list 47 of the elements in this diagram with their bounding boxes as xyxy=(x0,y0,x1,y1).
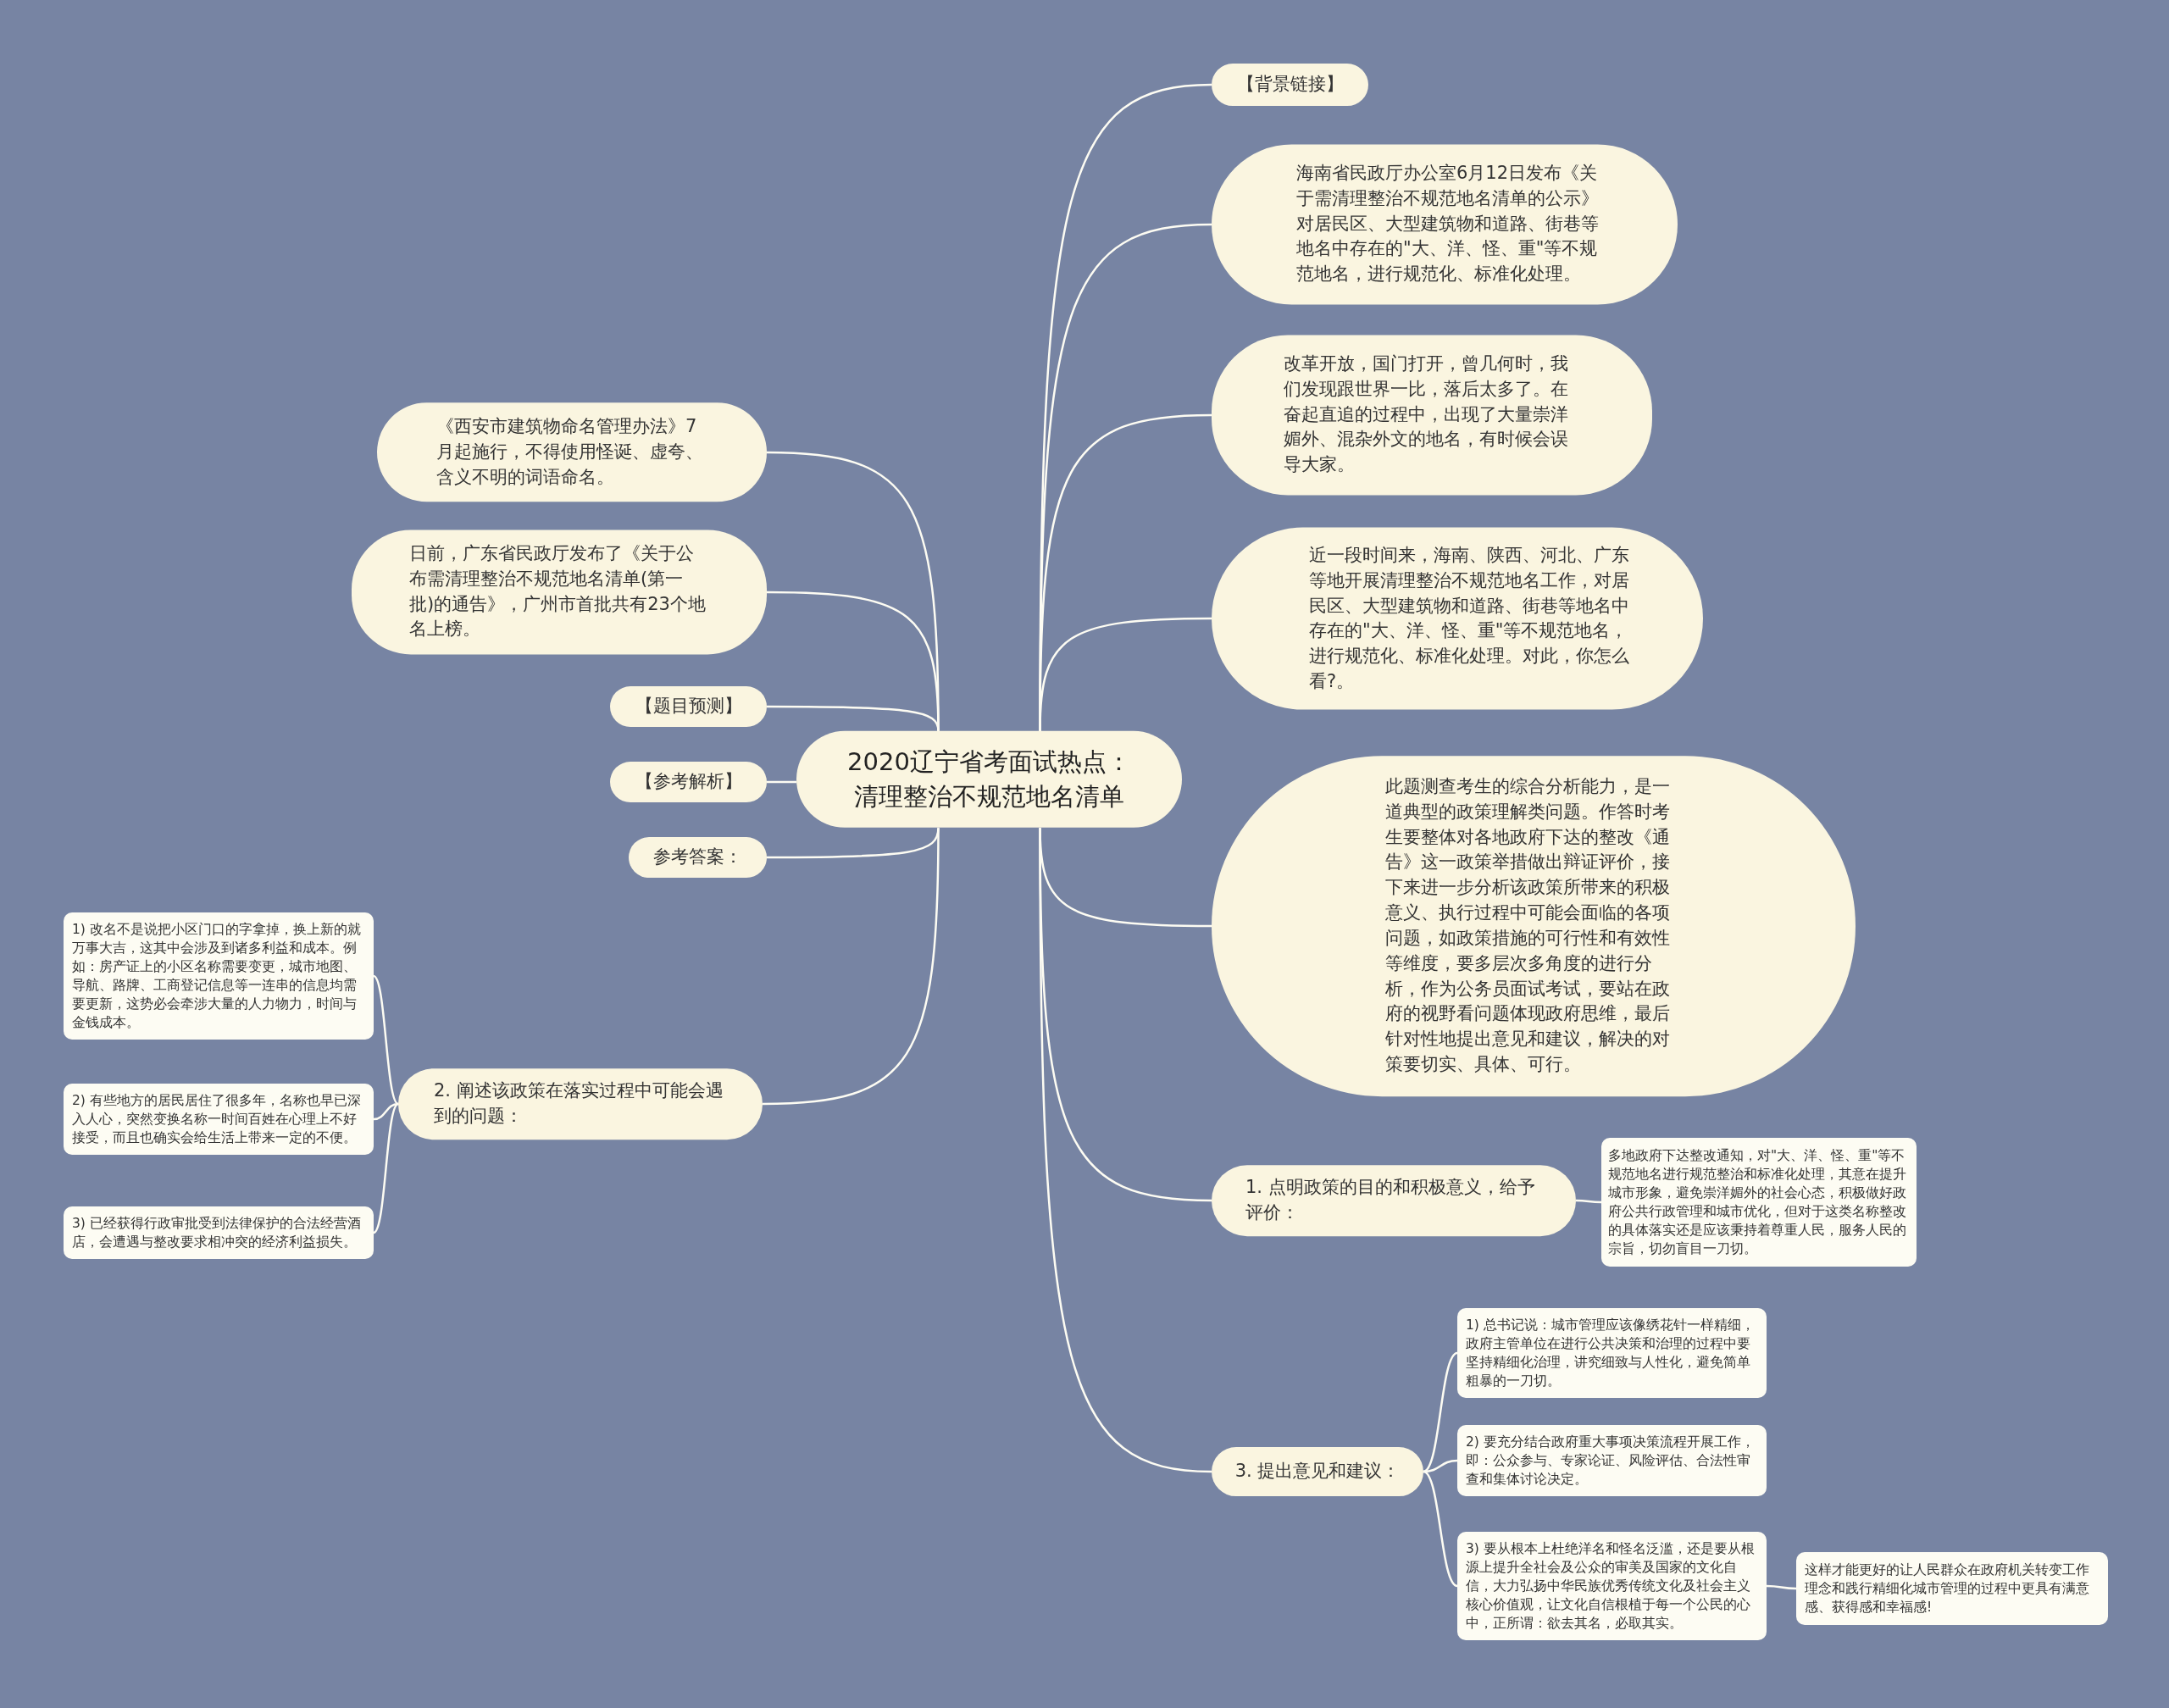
note-card xyxy=(64,912,374,1040)
node-text: 1) 总书记说：城市管理应该像绣花针一样精细，政府主管单位在进行公共决策和治理的过程中要坚持精细化治理，讲究细致与人性化，避免简单粗暴的一刀切。 xyxy=(1466,1317,1756,1390)
note-card xyxy=(1457,1425,1767,1496)
node-text: 日前，广东省民政厅发布了《关于公布需清理整治不规范地名清单(第一批)的通告》，广州市首批共有23个地名上榜。 xyxy=(409,542,707,641)
node-text: 3) 要从根本上杜绝洋名和怪名泛滥，还是要从根源上提升全社会及公众的审美及国家的文化自信，大力弘扬中华民族优秀传统文化及社会主义核心价值观，让文化自信根植于每一个公民的心中，正所谓：欲去其名，必取其实。 xyxy=(1466,1540,1756,1633)
node-text: 2) 要充分结合政府重大事项决策流程开展工作，即：公众参与、专家论证、风险评估、合法性审查和集体讨论决定。 xyxy=(1466,1434,1756,1489)
note-card xyxy=(1601,1138,1917,1267)
connector-line xyxy=(1576,1199,1601,1204)
connector-line xyxy=(767,705,940,731)
node-text: 改革开放，国门打开，曾几何时，我们发现跟世界一比，落后太多了。在奋起直追的过程中，出现了大量崇洋媚外、混杂外文的地名，有时候会误导大家。 xyxy=(1284,352,1569,477)
node-text: 1. 点明政策的目的和积极意义，给予评价： xyxy=(1245,1176,1536,1224)
note-card xyxy=(64,1206,374,1259)
node-text: 3) 已经获得行政审批受到法律保护的合法经营酒店，会遭遇与整改要求相冲突的经济利益损失。 xyxy=(72,1215,362,1251)
node-text: 【背景链接】 xyxy=(1235,73,1345,97)
node-text: 此题测查考生的综合分析能力，是一道典型的政策理解类问题。作答时考生要整体对各地政府下达的整改《通告》这一政策举措做出辩证评价，接下来进一步分析该政策所带来的积极意义、执行过程中可能会面临的各项问题，如政策措施的可行性和有效性等维度，要多层次多角度的进行分析，作为公务员面试考试，要站在政府的视野看问题体现政府思维，最后针对性地提出意见和建议，解决的对策要切实、具体、可行。 xyxy=(1385,775,1671,1077)
node-text: 【题目预测】 xyxy=(634,695,743,718)
node-text: 3. 提出意见和建议： xyxy=(1234,1460,1401,1483)
node-text: 参考答案： xyxy=(652,846,743,869)
connector-line xyxy=(1767,1584,1796,1590)
connector-line xyxy=(1423,1351,1458,1473)
node-text: 2) 有些地方的居民居住了很多年，名称也早已深入人心，突然变换名称一时间百姓在心理上不好接受，而且也确实会给生活上带来一定的不便。 xyxy=(72,1092,362,1147)
topic-bubble xyxy=(610,762,767,802)
node-text: 《西安市建筑物命名管理办法》7月起施行，不得使用怪诞、虚夸、含义不明的词语命名。 xyxy=(436,415,704,489)
node-text: 1) 改名不是说把小区门口的字拿掉，换上新的就万事大吉，这其中会涉及到诸多利益和成本。例如：房产证上的小区名称需要变更，城市地图、导航、路牌、工商登记信息等一连串的信息均需要更新，这势必会牵涉大量的人力物力，时间与金钱成本。 xyxy=(72,921,362,1032)
node-text: 2020辽宁省考面试热点：清理整治不规范地名清单 xyxy=(846,746,1132,812)
node-text: 多地政府下达整改通知，对"大、洋、怪、重"等不规范地名进行规范整治和标准化处理，其意在提升城市形象，避免崇洋媚外的社会心态，积极做好政府公共行政管理和城市优化，但对于这类名称整改的具体落实还是应该秉持着尊重人民，服务人民的宗旨，切勿盲目一刀切。 xyxy=(1608,1147,1907,1258)
node-text: 这样才能更好的让人民群众在政府机关转变工作理念和践行精细化城市管理的过程中更具有满意感、获得感和幸福感! xyxy=(1805,1561,2090,1616)
connector-line xyxy=(1039,617,1212,731)
note-card xyxy=(1457,1532,1767,1640)
note-card xyxy=(1457,1308,1767,1398)
connector-line xyxy=(767,780,796,784)
node-text: 近一段时间来，海南、陕西、河北、广东等地开展清理整治不规范地名工作，对居民区、大型建筑物和道路、街巷等地名中存在的"大、洋、怪、重"等不规范地名，进行规范化、标准化处理。对此，你怎么看?。 xyxy=(1309,543,1630,693)
connector-line xyxy=(373,975,399,1105)
connector-line xyxy=(1039,828,1212,1473)
topic-bubble xyxy=(1212,1447,1423,1496)
topic-bubble xyxy=(1212,64,1368,106)
node-text: 【参考解析】 xyxy=(634,770,743,794)
node-text: 海南省民政厅办公室6月12日发布《关于需清理整治不规范地名清单的公示》对居民区、大型建筑物和道路、街巷等地名中存在的"大、洋、怪、重"等不规范地名，进行规范化、标准化处理。 xyxy=(1296,162,1600,286)
connector-line xyxy=(767,591,940,731)
connector-line xyxy=(1423,1470,1458,1588)
topic-bubble xyxy=(629,837,767,878)
node-text: 2. 阐述该政策在落实过程中可能会遇到的问题： xyxy=(434,1079,724,1128)
connector-line xyxy=(373,1103,399,1234)
note-card xyxy=(1796,1552,2108,1625)
connector-line xyxy=(762,828,940,1106)
topic-bubble xyxy=(610,686,767,727)
note-card xyxy=(64,1084,374,1155)
